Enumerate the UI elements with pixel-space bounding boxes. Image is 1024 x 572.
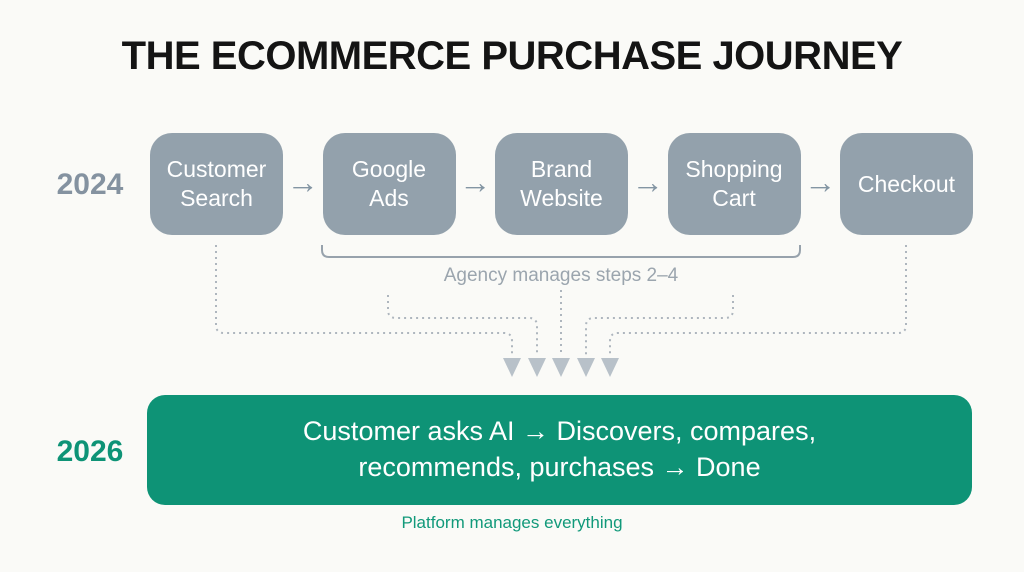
diagram-title: THE ECOMMERCE PURCHASE JOURNEY [121,34,903,78]
ai-journey-text-line1: Customer asks AI → Discovers, compares, [302,416,817,447]
platform-caption: Platform manages everything [401,513,623,532]
step-box-brand-website: Brand Website [495,133,628,235]
step-label: Shopping Cart [685,156,783,211]
right-arrow-icon: → [286,163,319,200]
right-arrow-icon: → [459,163,492,200]
right-arrow-icon: → [804,163,837,200]
right-arrow-icon: → [631,163,664,200]
ai-journey-box: Customer asks AI → Discovers, compares, … [147,395,972,505]
agency-bracket [321,245,801,258]
step-box-checkout: Checkout [840,133,973,235]
drop-arrowhead-icon [577,358,595,377]
dotted-connector-google-ads [387,295,538,356]
journey-2024-steps-row: Customer Search → Google Ads → Brand Web… [150,133,973,235]
step-box-shopping-cart: Shopping Cart [667,133,801,235]
bracket-label: Agency manages steps 2–4 [443,265,679,286]
year-label-2026: 2026 [56,435,124,468]
year-label-2024: 2024 [56,168,124,201]
step-box-customer-search: Customer Search [150,133,283,235]
step-box-google-ads: Google Ads [322,133,456,235]
step-label: Checkout [857,170,956,197]
dotted-connector-checkout [609,245,907,356]
drop-arrowhead-icon [503,358,521,377]
drop-arrowhead-icon [528,358,546,377]
step-label: Google Ads [351,156,427,211]
drop-arrowhead-icon [552,358,570,377]
connector-overlay-svg [215,245,907,377]
step-label: Customer Search [166,156,267,211]
step-label: Brand Website [520,156,603,211]
dotted-connector-shopping-cart [585,295,734,356]
ai-journey-text-line2: recommends, purchases → Done [358,452,761,482]
dotted-connector-customer-search [215,245,513,356]
drop-arrowhead-icon [601,358,619,377]
